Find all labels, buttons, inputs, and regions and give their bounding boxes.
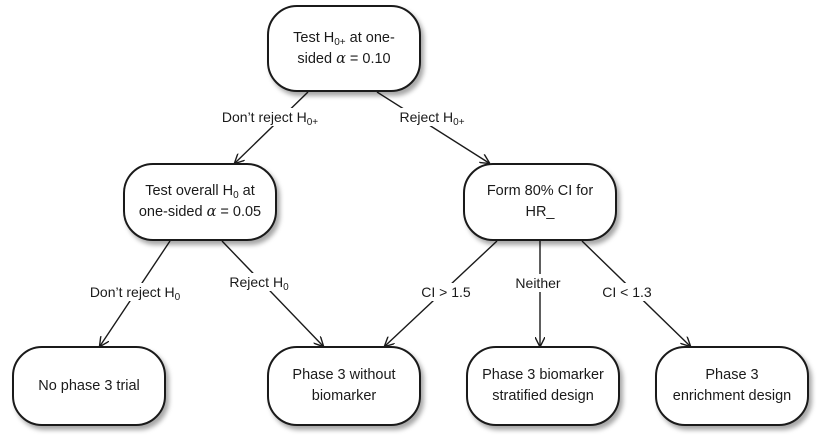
node-form-ci-line2: HR_ bbox=[525, 204, 555, 220]
edge-label-ci-neither: Neither bbox=[512, 274, 564, 292]
edge-label-overall-reject: Reject H0 bbox=[226, 273, 292, 293]
node-test-h0-plus: Test H0+ at one- sided α = 0.10 bbox=[267, 5, 421, 92]
edge-root-to-overall bbox=[235, 91, 309, 163]
node-form-ci: Form 80% CI for HR_ bbox=[463, 163, 617, 241]
node-test-overall-h0-line1: Test overall H0 at bbox=[145, 183, 255, 201]
node-no-phase3-trial: No phase 3 trial bbox=[12, 346, 166, 426]
edge-root-to-ci bbox=[376, 91, 489, 163]
node-phase3-stratified-line1: Phase 3 biomarker bbox=[482, 367, 604, 383]
node-test-h0-plus-line2: sided α = 0.10 bbox=[297, 50, 391, 67]
node-phase3-enrichment-line2: enrichment design bbox=[672, 388, 792, 404]
node-phase3-without-biomarker: Phase 3 without biomarker bbox=[267, 346, 421, 426]
node-phase3-enrichment: Phase 3 enrichment design bbox=[655, 346, 809, 426]
node-phase3-stratified-line2: stratified design bbox=[492, 388, 594, 404]
edge-label-root-reject: Reject H0+ bbox=[396, 108, 468, 128]
edge-label-root-dont-reject: Don’t reject H0+ bbox=[218, 108, 322, 128]
edge-overall-to-without bbox=[221, 240, 323, 346]
edge-label-ci-greater: CI > 1.5 bbox=[418, 283, 474, 301]
node-test-h0-plus-line1: Test H0+ at one- bbox=[293, 29, 395, 48]
node-test-overall-h0-line2: one-sided α = 0.05 bbox=[138, 204, 262, 220]
edge-label-ci-less: CI < 1.3 bbox=[599, 283, 655, 301]
node-phase3-without-biomarker-line2: biomarker bbox=[311, 388, 377, 404]
node-phase3-enrichment-line1: Phase 3 bbox=[705, 367, 759, 383]
node-test-overall-h0: Test overall H0 at one-sided α = 0.05 bbox=[123, 163, 277, 241]
node-form-ci-line1: Form 80% CI for bbox=[486, 183, 594, 199]
node-no-phase3-trial-line1: No phase 3 trial bbox=[38, 377, 140, 394]
node-phase3-without-biomarker-line1: Phase 3 without bbox=[292, 367, 396, 383]
edge-label-overall-dont-reject: Don’t reject H0 bbox=[86, 283, 184, 303]
node-phase3-stratified: Phase 3 biomarker stratified design bbox=[466, 346, 620, 426]
